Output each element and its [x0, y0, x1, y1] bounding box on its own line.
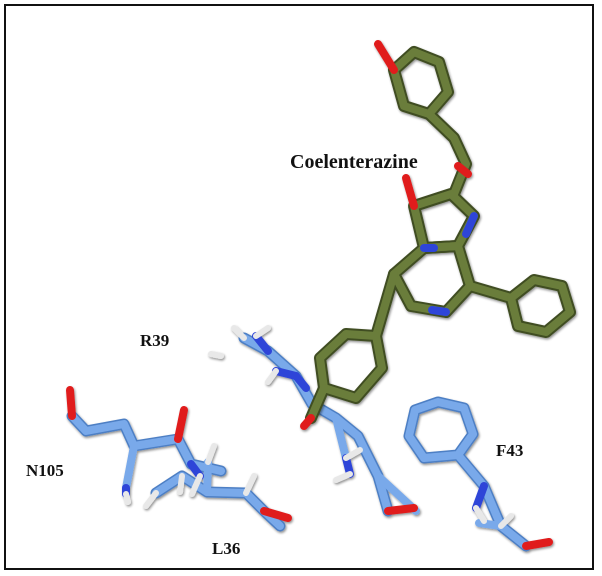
nitrogen-atom — [462, 212, 478, 238]
oxygen-atom — [374, 40, 398, 74]
residue-r39-label: R39 — [140, 331, 169, 350]
protein-residues — [66, 325, 553, 552]
residue-l36-label: L36 — [212, 539, 240, 558]
figure-frame: Coelenterazine R39 N105 L36 F43 — [4, 4, 594, 570]
residue-f43-label: F43 — [496, 441, 523, 460]
ligand-label: Coelenterazine — [290, 151, 418, 173]
coelenterazine-molecule — [300, 40, 576, 430]
hydrogen-atoms — [123, 325, 514, 529]
residue-n105-label: N105 — [26, 461, 64, 480]
oxygen-atom — [66, 386, 76, 420]
molecular-structure-figure: Coelenterazine R39 N105 L36 F43 — [26, 40, 576, 558]
